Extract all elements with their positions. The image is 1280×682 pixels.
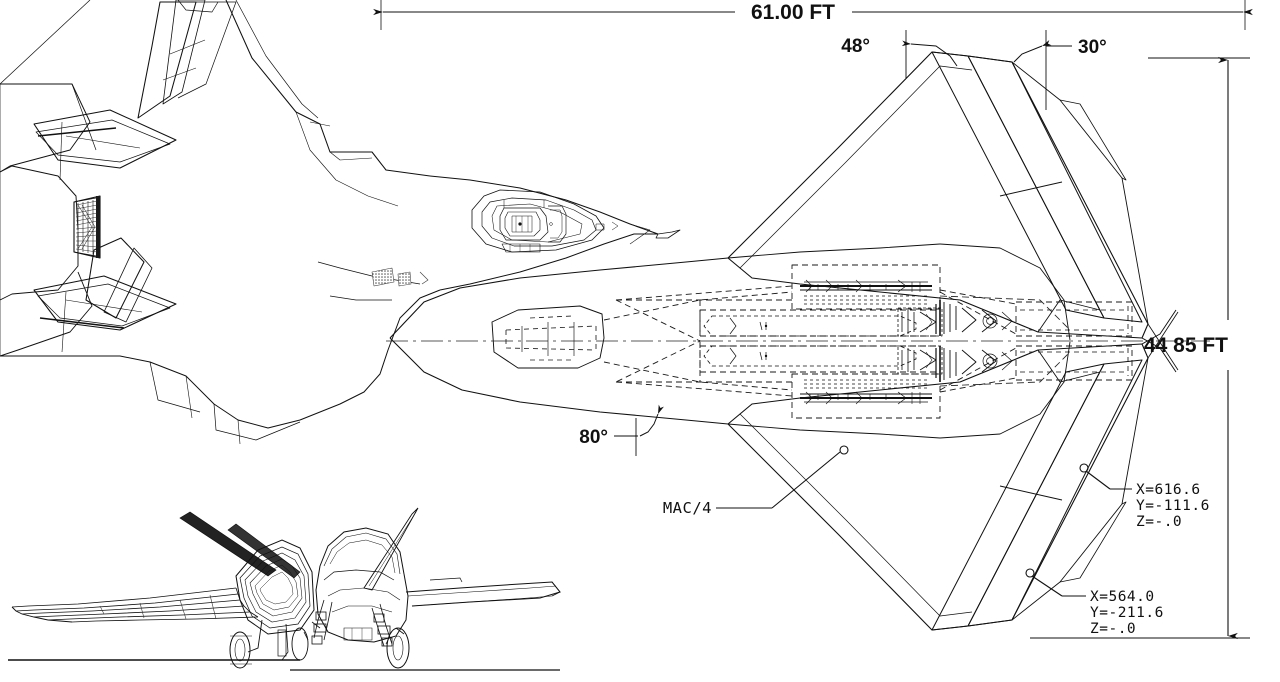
angle-80-leader <box>639 404 664 437</box>
span-dimension-text: 61.00 FT <box>751 1 835 24</box>
forebody-lower-edge <box>389 337 729 425</box>
station-inboard-line2: Y=-211.6 <box>1090 605 1164 621</box>
mac-quarter-marker <box>839 445 849 455</box>
exhaust-nozzle <box>73 195 101 259</box>
station-outboard-marker <box>1079 463 1089 473</box>
angle-30-text: 30° <box>1078 37 1107 58</box>
station-inboard-line3: Z=-.0 <box>1090 621 1136 637</box>
access-panel-hatched <box>371 267 429 287</box>
mac-leader-line <box>771 451 841 509</box>
radome-outline <box>491 305 605 369</box>
angle-30-leader <box>1013 40 1052 63</box>
length-dimension-text: 44 85 FT <box>1144 334 1228 357</box>
mac-label-text: MAC/4 <box>663 499 712 517</box>
cockpit-canopy-detail <box>429 175 681 291</box>
dimension-layer: 61.00 FT 44 85 FT 48° 30° 80° MAC/4 X=61… <box>373 0 1253 640</box>
fuselage-rear-upper-edge <box>0 83 91 173</box>
wing-upper-inner-panel <box>931 51 1105 319</box>
forebody-upper-edge <box>389 257 729 339</box>
view-top-rear-detail <box>0 0 681 445</box>
fuselage-lower-edge <box>0 355 301 429</box>
station-inboard-leader <box>1031 575 1063 597</box>
main-gear-right <box>371 603 410 669</box>
view-plan-right <box>386 51 1210 631</box>
station-outboard-line2: Y=-111.6 <box>1136 498 1210 514</box>
station-inboard-marker <box>1025 568 1035 578</box>
front-view-right-half <box>291 507 561 669</box>
weapons-bay-detail <box>703 279 1129 405</box>
nose-gear-right-half <box>291 599 333 661</box>
angle-80-text: 80° <box>579 427 608 448</box>
vertical-tail-upper <box>137 1 197 119</box>
station-inboard-line1: X=564.0 <box>1090 589 1155 605</box>
angle-48-leader <box>901 40 958 67</box>
wing-upper <box>727 51 1179 373</box>
station-outboard-line3: Z=-.0 <box>1136 514 1182 530</box>
angle-48-text: 48° <box>841 36 870 57</box>
wing-lower-inner-panel <box>931 363 1105 631</box>
station-outboard-line1: X=616.6 <box>1136 482 1201 498</box>
fuselage-upper-right-edge <box>225 0 431 177</box>
front-view-left-half <box>11 511 315 669</box>
view-front <box>8 507 561 671</box>
station-outboard-leader <box>1085 470 1111 490</box>
horizontal-stab-lower <box>33 275 177 331</box>
